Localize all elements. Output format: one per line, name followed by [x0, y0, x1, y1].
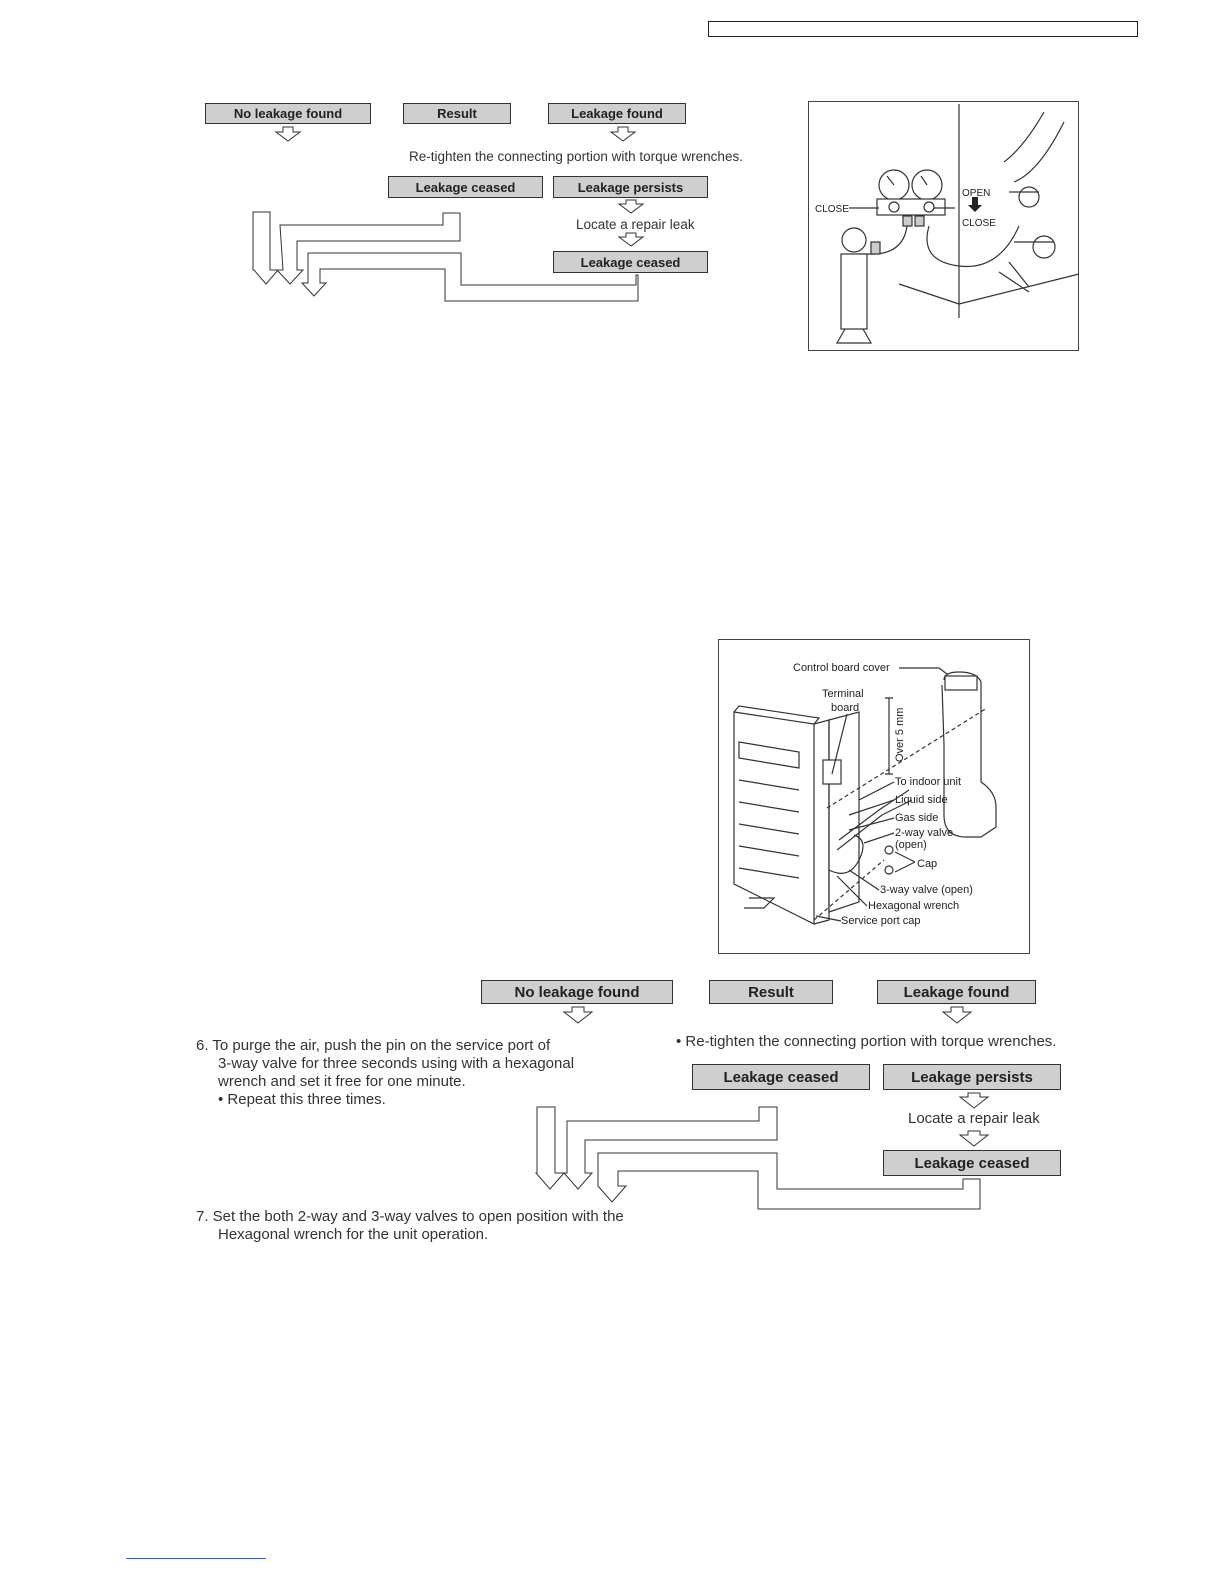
step-7-line-2: Hexagonal wrench for the unit operation.: [218, 1226, 489, 1243]
gauge-open-label: OPEN: [962, 188, 990, 199]
label-2way-valve-1: 2-way valve: [895, 827, 953, 839]
gauge-close-right-label: CLOSE: [962, 218, 996, 229]
label-service-port-cap: Service port cap: [841, 915, 920, 927]
bottom-result-box: Result: [709, 980, 833, 1004]
bottom-arrow-locate: [958, 1130, 990, 1147]
top-leakage-ceased-box: Leakage ceased: [388, 176, 543, 198]
bottom-leakage-ceased-2-box: Leakage ceased: [883, 1150, 1061, 1176]
top-no-leakage-box: No leakage found: [205, 103, 371, 124]
gauge-manifold-figure: CLOSE OPEN CLOSE: [808, 101, 1080, 351]
top-result-box: Result: [403, 103, 511, 124]
label-3way-valve: 3-way valve (open): [880, 884, 973, 896]
label-2way-valve-2: (open): [895, 839, 927, 851]
bottom-arrow-leak-found: [941, 1006, 973, 1024]
label-over-5mm: Over 5 mm: [894, 708, 906, 762]
bottom-arrow-persists: [958, 1092, 990, 1109]
top-arrow-no-leak: [274, 126, 302, 142]
label-hex-wrench: Hexagonal wrench: [868, 900, 959, 912]
label-liquid-side: Liquid side: [895, 794, 948, 806]
gauge-close-left-label: CLOSE: [815, 204, 849, 215]
step-6-line-3: wrench and set it free for one minute.: [218, 1073, 466, 1090]
top-leakage-ceased-2-box: Leakage ceased: [553, 251, 708, 273]
step-6-line-1: 6. To purge the air, push the pin on the…: [196, 1037, 551, 1054]
bottom-return-path-3: [597, 1152, 981, 1210]
header-box: [708, 21, 1138, 37]
gauge-manifold-drawing: CLOSE OPEN CLOSE: [815, 104, 1080, 344]
top-arrow-leak-found: [609, 126, 637, 142]
top-arrow-persists: [617, 199, 645, 214]
bottom-retighten-text: • Re-tighten the connecting portion with…: [676, 1033, 1057, 1050]
label-cap: Cap: [917, 858, 937, 870]
top-leakage-persists-box: Leakage persists: [553, 176, 708, 198]
label-gas-side: Gas side: [895, 812, 938, 824]
top-locate-text: Locate a repair leak: [576, 217, 695, 232]
label-terminal-1: Terminal: [822, 688, 864, 700]
bottom-leakage-ceased-box: Leakage ceased: [692, 1064, 870, 1090]
step-6-line-4: • Repeat this three times.: [218, 1091, 386, 1108]
top-leakage-found-box: Leakage found: [548, 103, 686, 124]
bottom-leakage-found-box: Leakage found: [877, 980, 1036, 1004]
top-return-path-1: [252, 211, 280, 285]
bottom-return-path-1: [534, 1106, 566, 1190]
label-terminal-2: board: [831, 702, 859, 714]
step-6-line-2: 3-way valve for three seconds using with…: [218, 1055, 575, 1072]
footer-link-line: [126, 1558, 266, 1559]
bottom-return-path-2: [562, 1106, 778, 1190]
label-to-indoor-unit: To indoor unit: [895, 776, 961, 788]
top-return-path-3: [300, 252, 639, 302]
top-return-path-2: [275, 212, 461, 285]
outdoor-unit-figure: Control board cover Terminal board Over …: [718, 639, 1030, 954]
label-control-board-cover: Control board cover: [793, 662, 890, 674]
bottom-arrow-no-leak: [562, 1006, 594, 1024]
outdoor-unit-drawing: Control board cover Terminal board Over …: [733, 662, 997, 927]
top-retighten-text: Re-tighten the connecting portion with t…: [409, 149, 743, 164]
step-7-line-1: 7. Set the both 2-way and 3-way valves t…: [196, 1208, 624, 1225]
top-arrow-locate: [617, 232, 645, 247]
bottom-locate-text: Locate a repair leak: [908, 1110, 1040, 1127]
bottom-leakage-persists-box: Leakage persists: [883, 1064, 1061, 1090]
bottom-no-leakage-box: No leakage found: [481, 980, 673, 1004]
